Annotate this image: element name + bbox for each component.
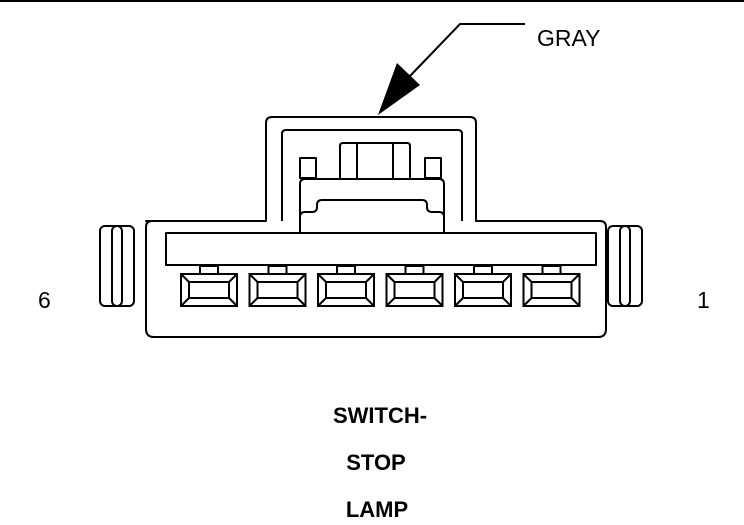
latch-tab <box>339 142 411 178</box>
latch-base <box>299 178 445 233</box>
title-line-3: LAMP <box>346 497 408 522</box>
latch-step <box>299 199 445 233</box>
pin-cavities <box>180 265 581 307</box>
left-ear-outer <box>99 225 123 307</box>
pin-bevel <box>433 273 444 283</box>
right-ear-inner <box>607 225 631 307</box>
pin-bevel <box>522 273 533 283</box>
callout-leader <box>409 23 525 77</box>
pin-bevel <box>522 297 533 307</box>
pin-bevel <box>502 273 512 283</box>
callout-arrow <box>378 63 420 115</box>
pin-bevel <box>365 297 375 307</box>
pin-bevel <box>454 273 464 283</box>
pin-bevel <box>385 273 396 283</box>
pin-cavity-outer <box>317 273 375 307</box>
pin-bevel <box>317 297 327 307</box>
pin-cavity-outer <box>454 273 512 307</box>
pin-cavity <box>180 265 238 307</box>
pin-cavity-inner <box>325 281 367 299</box>
pin-bevel <box>317 273 327 283</box>
pin-bevel <box>180 273 190 283</box>
pin-cavity <box>317 265 375 307</box>
pin-bevel <box>570 273 581 283</box>
pin-label-left: 6 <box>38 287 51 313</box>
pin-bevel <box>228 273 238 283</box>
pin-cavity-inner <box>188 281 230 299</box>
pin-bevel <box>228 297 238 307</box>
pin-cavity-outer <box>385 273 444 307</box>
pin-cavity-inner <box>256 281 299 299</box>
pin-bevel <box>296 297 307 307</box>
pin-cavity-outer <box>522 273 581 307</box>
pin-bevel <box>296 273 307 283</box>
pin-cavity-outer <box>248 273 307 307</box>
connector-body <box>145 116 607 338</box>
pin-bevel <box>454 297 464 307</box>
pin-bevel <box>570 297 581 307</box>
pin-cavity <box>385 265 444 307</box>
pin-cavity <box>522 265 581 307</box>
pin-cavity <box>454 265 512 307</box>
pin-bevel <box>385 297 396 307</box>
left-ear-inner <box>111 225 135 307</box>
right-ear-outer <box>619 225 643 307</box>
pin-bevel <box>248 273 259 283</box>
pin-cavity-inner <box>462 281 504 299</box>
pin-bevel <box>248 297 259 307</box>
title-line-2: STOP <box>346 450 406 475</box>
pin-bevel <box>365 273 375 283</box>
callout-label: GRAY <box>537 25 600 51</box>
title-line-1: SWITCH- <box>333 403 427 428</box>
pin-cavity <box>248 265 307 307</box>
pin-bevel <box>433 297 444 307</box>
pin-cavity-outer <box>180 273 238 307</box>
pin-bevel <box>502 297 512 307</box>
lock-housing <box>281 129 463 221</box>
pin-label-right: 1 <box>697 287 710 313</box>
pin-bevel <box>180 297 190 307</box>
pin-cavity-inner <box>393 281 436 299</box>
terminal-rail <box>165 232 597 266</box>
pin-cavity-inner <box>530 281 573 299</box>
